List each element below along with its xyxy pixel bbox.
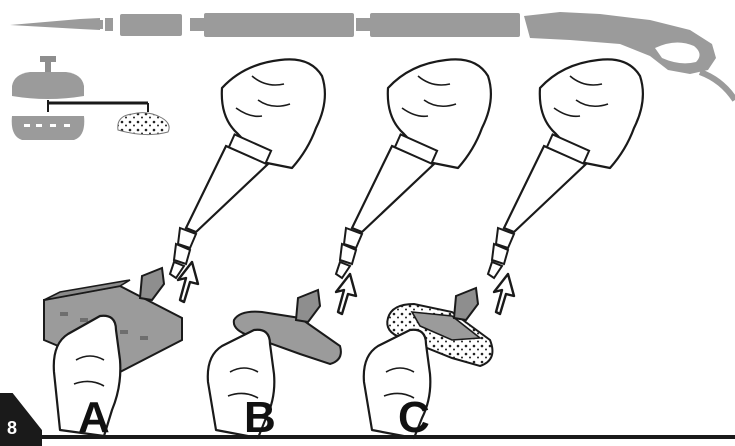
step-label-a: A: [78, 393, 110, 442]
step-b-illustration: [206, 58, 493, 440]
brush-head-parts-diagram: [11, 56, 170, 140]
up-arrow: [334, 272, 358, 316]
extension-tubes: [10, 13, 520, 37]
bottom-rule: [42, 435, 735, 439]
steam-gun-handle: [524, 12, 735, 102]
up-arrow: [492, 272, 516, 316]
up-arrow: [176, 260, 200, 304]
step-label-b: B: [244, 393, 276, 442]
step-a-illustration: [43, 58, 327, 438]
page-number: 8: [7, 418, 18, 438]
step-c-illustration: [362, 58, 645, 440]
step-label-c: C: [398, 393, 430, 442]
